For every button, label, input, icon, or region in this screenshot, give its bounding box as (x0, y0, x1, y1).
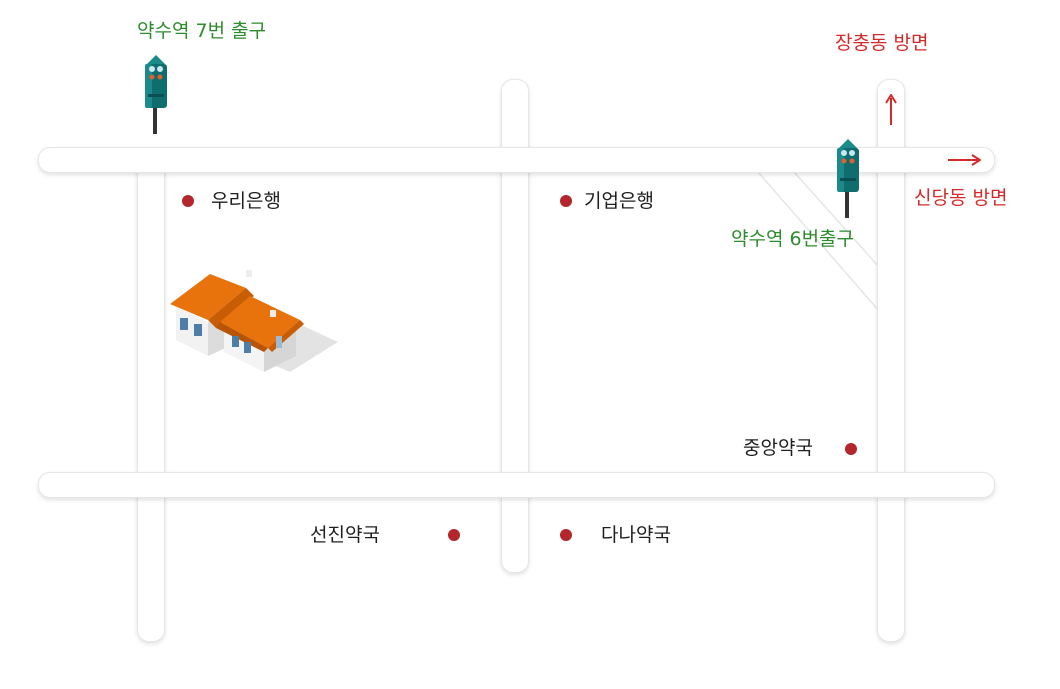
exit-6-label: 약수역 6번출구 (731, 228, 855, 250)
house-icon (170, 270, 338, 372)
marker-ibk-bank (560, 195, 572, 207)
place-woori-bank: 우리은행 (211, 190, 281, 212)
direction-east-label: 신당동 방면 (914, 187, 1008, 209)
marker-dana-pharmacy (560, 529, 572, 541)
arrow-up-icon (885, 94, 897, 125)
marker-seonjin-pharmacy (448, 529, 460, 541)
place-ibk-bank: 기업은행 (584, 190, 654, 212)
place-dana-pharmacy: 다나약국 (601, 524, 671, 546)
place-jungang-pharmacy: 중앙약국 (743, 437, 813, 459)
subway-exit-sign-icon (145, 55, 167, 134)
exit-7-label: 약수역 7번 출구 (137, 20, 267, 42)
road-horizontal-bottom (38, 472, 995, 498)
place-seonjin-pharmacy: 선진약국 (310, 524, 380, 546)
subway-exit-sign-icon (837, 139, 859, 218)
road-horizontal-top (38, 147, 995, 173)
arrow-right-icon (948, 154, 981, 166)
marker-woori-bank (182, 195, 194, 207)
road-vertical-left (137, 150, 165, 642)
direction-north-label: 장충동 방면 (835, 32, 929, 54)
marker-jungang-pharmacy (845, 443, 857, 455)
